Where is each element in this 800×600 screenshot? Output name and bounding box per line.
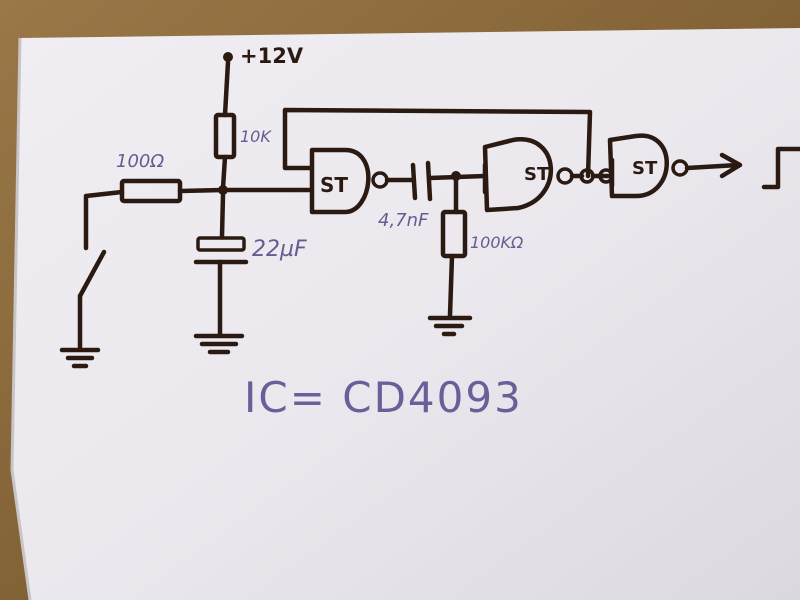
gate1-body	[309, 147, 371, 215]
label-c-coupling: 4,7nF	[378, 210, 429, 231]
label-c-debounce: 22µF	[252, 237, 307, 262]
label-r-pulldown: 100KΩ	[470, 233, 524, 252]
gate3-body	[607, 133, 669, 199]
wire-switch-top	[83, 189, 125, 251]
wire-node-to-cap	[219, 192, 226, 239]
capacitor-4n7-left	[410, 162, 418, 201]
wire-feedback	[282, 107, 593, 179]
label-ic: IC= CD4093	[244, 373, 523, 422]
ground-switch	[59, 347, 101, 369]
label-gate3: ST	[632, 158, 658, 179]
wire-supply	[222, 59, 231, 118]
label-gate2: ST	[524, 164, 550, 185]
paper-sheet	[12, 28, 800, 600]
schematic	[59, 52, 800, 369]
wire-pullup-to-node	[220, 154, 228, 191]
gate2-body	[482, 137, 554, 213]
switch-lever	[77, 249, 107, 299]
output-arrow	[684, 152, 743, 179]
label-r-series: 100Ω	[116, 151, 164, 172]
ground-cap	[193, 333, 245, 355]
wire-r100-to-node	[177, 187, 226, 194]
capacitor-4n7-right	[425, 160, 433, 202]
label-supply: +12V	[240, 44, 304, 68]
supply-node	[223, 52, 233, 62]
pulse-symbol	[761, 146, 800, 190]
capacitor-22uf-plate	[196, 236, 246, 252]
label-gate1: ST	[320, 173, 348, 197]
wire-r100k-to-ground	[447, 253, 455, 318]
ground-r100k	[427, 315, 473, 337]
node-gate2-input	[451, 171, 461, 181]
paper-edge	[10, 37, 32, 600]
label-r-pullup: 10K	[240, 127, 272, 146]
